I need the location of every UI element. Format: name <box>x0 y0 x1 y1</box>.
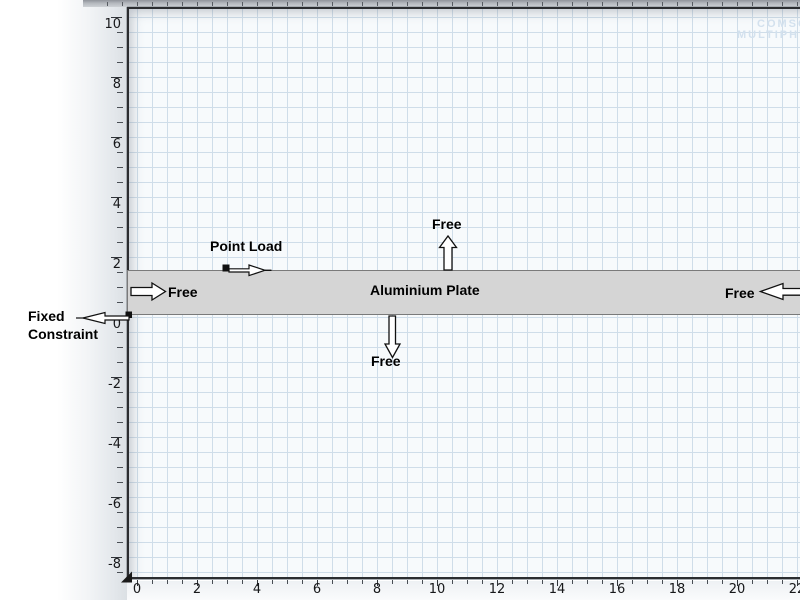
top-ruler-tick <box>257 2 258 6</box>
top-ruler-tick <box>497 2 498 6</box>
top-ruler-tick <box>617 2 618 6</box>
fixed-constraint-label-line1: Fixed <box>28 308 65 324</box>
top-ruler-tick <box>482 2 483 6</box>
top-ruler-tick <box>347 2 348 6</box>
top-ruler-tick <box>707 2 708 6</box>
top-ruler-tick <box>587 2 588 6</box>
top-ruler-tick <box>137 2 138 6</box>
free-bottom-label: Free <box>371 353 401 369</box>
top-ruler-tick <box>512 2 513 6</box>
free-top-label: Free <box>432 216 462 232</box>
point-load-label: Point Load <box>210 238 283 254</box>
bottom-axis-margin <box>127 581 800 600</box>
top-ruler-tick <box>797 2 798 6</box>
top-ruler-strip <box>83 0 800 7</box>
top-ruler-tick <box>782 2 783 6</box>
top-ruler-tick <box>377 2 378 6</box>
top-ruler-tick <box>242 2 243 6</box>
top-ruler-tick <box>407 2 408 6</box>
comsol-watermark-line2: MULTIPHYSICS <box>737 29 800 41</box>
top-ruler-tick <box>437 2 438 6</box>
top-ruler-tick <box>557 2 558 6</box>
plate[interactable] <box>127 270 800 315</box>
top-ruler-tick <box>122 2 123 6</box>
free-left-label: Free <box>168 284 198 300</box>
top-ruler-tick <box>767 2 768 6</box>
top-ruler-tick <box>677 2 678 6</box>
top-ruler-tick <box>287 2 288 6</box>
top-ruler-tick <box>452 2 453 6</box>
top-ruler-tick <box>272 2 273 6</box>
top-ruler-tick <box>422 2 423 6</box>
top-ruler-tick <box>737 2 738 6</box>
top-ruler-tick <box>182 2 183 6</box>
top-ruler-tick <box>152 2 153 6</box>
top-ruler-tick <box>602 2 603 6</box>
top-ruler-tick <box>392 2 393 6</box>
plate-label: Aluminium Plate <box>370 282 480 298</box>
comsol-watermark-line1: COMSOL <box>757 18 800 30</box>
top-ruler-tick <box>527 2 528 6</box>
top-ruler-tick <box>752 2 753 6</box>
top-ruler-tick <box>632 2 633 6</box>
top-ruler-tick <box>362 2 363 6</box>
top-ruler-tick <box>467 2 468 6</box>
top-ruler-tick <box>107 2 108 6</box>
top-ruler-tick <box>662 2 663 6</box>
free-right-label: Free <box>725 285 755 301</box>
top-ruler-tick <box>692 2 693 6</box>
top-ruler-tick <box>212 2 213 6</box>
left-axis-margin <box>0 0 127 600</box>
top-ruler-tick <box>722 2 723 6</box>
top-ruler-tick <box>167 2 168 6</box>
top-ruler-tick <box>302 2 303 6</box>
top-ruler-tick <box>542 2 543 6</box>
fixed-constraint-label-line2: Constraint <box>28 326 98 342</box>
top-ruler-tick <box>227 2 228 6</box>
top-ruler-tick <box>572 2 573 6</box>
top-ruler-tick <box>332 2 333 6</box>
top-ruler-tick <box>317 2 318 6</box>
top-ruler-tick <box>197 2 198 6</box>
top-ruler-tick <box>647 2 648 6</box>
